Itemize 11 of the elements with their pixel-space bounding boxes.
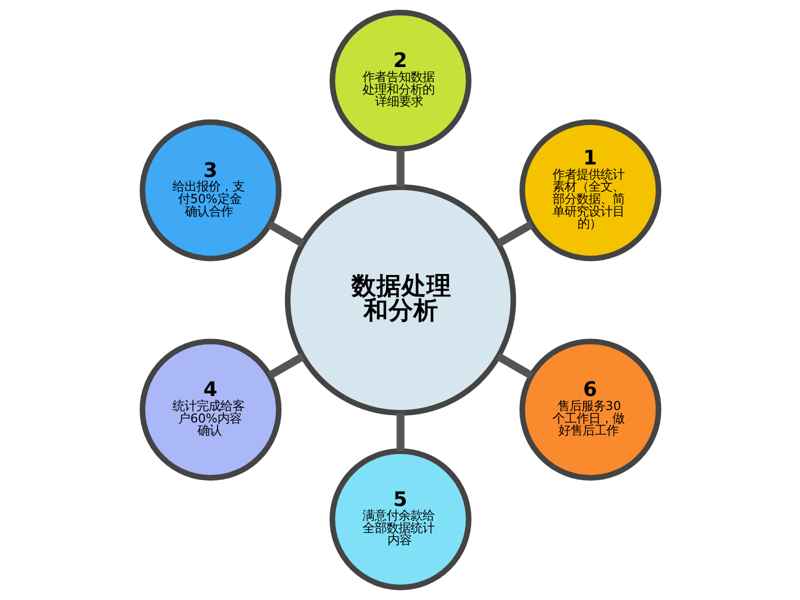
connector — [396, 412, 404, 451]
connector — [267, 221, 304, 247]
node-circle: 1 作者提供统计素材（全文、部分数据、简单研究设计目的） — [518, 119, 661, 262]
node-circle: 4 统计完成给客户60%内容确认 — [139, 338, 282, 481]
node-circle: 6 售后服务30个工作日，做好售后工作 — [518, 338, 661, 481]
node-circle: 数据处理和分析 — [284, 184, 516, 416]
node-circle: 3 给出报价，支付50%定金确认合作 — [139, 119, 282, 262]
connector — [267, 353, 304, 379]
node-circle: 2 作者告知数据处理和分析的详细要求 — [329, 10, 471, 152]
node-circle: 5 满意付余款给全部数据统计内容 — [329, 448, 471, 590]
connector — [396, 149, 404, 188]
